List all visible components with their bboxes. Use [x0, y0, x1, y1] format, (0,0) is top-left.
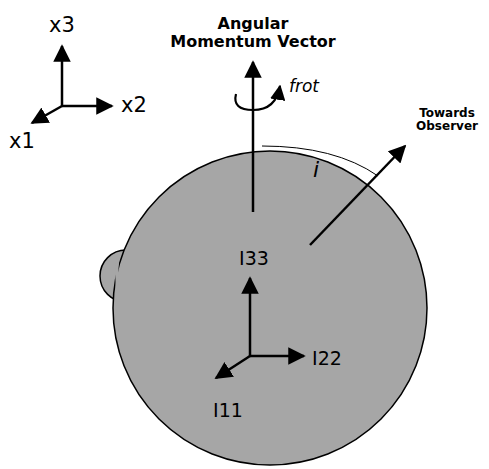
axis-label: x2: [121, 94, 147, 117]
axis-label: I11: [213, 400, 243, 421]
inclination-arc: [262, 146, 378, 176]
observer-label: Towards Observer: [411, 107, 483, 133]
observer-arrow: [310, 146, 405, 245]
principal-axes: [216, 278, 304, 378]
angular-momentum-arrow: [235, 62, 280, 212]
axis-label: I33: [239, 248, 269, 269]
reference-axes: [32, 46, 112, 123]
axis-label: I22: [312, 348, 342, 369]
inclination-label: i: [313, 158, 319, 182]
spinning-body: [100, 151, 427, 465]
axis-label: x1: [9, 130, 35, 153]
vector-title: Angular Momentum Vector: [168, 15, 338, 50]
rotation-label: frot: [289, 77, 319, 96]
axis-label: x3: [49, 14, 75, 37]
